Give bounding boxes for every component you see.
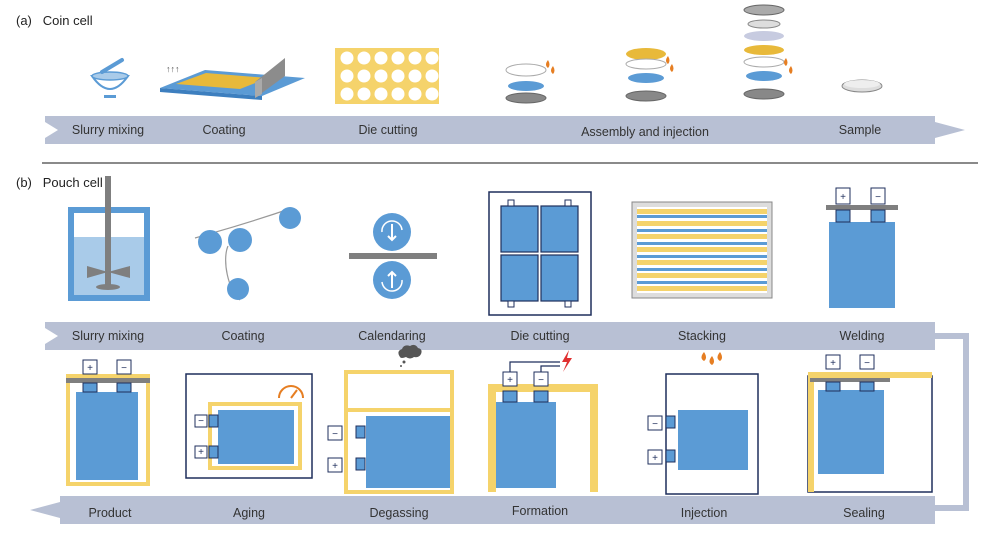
aging-cell-icon [185,373,313,479]
pouch-step-slurry-mixing: Slurry mixing [71,329,145,343]
product-cell-icon [66,359,150,486]
mixing-tank-icon [68,176,150,301]
terminal-minus: − [198,416,204,427]
pouch-step-sealing: Sealing [843,506,885,520]
coin-cell-sample-icon [841,79,883,93]
degassing-cell-icon [327,344,454,494]
pouch-step-coating: Coating [221,329,265,343]
coin-stack-1-icon [505,60,555,104]
terminal-minus: − [121,363,127,374]
mortar-pestle-icon [90,58,130,98]
terminal-minus: − [652,419,658,430]
die-cut-sheet-icon [335,48,439,104]
terminal-plus: + [198,447,204,458]
coin-step-coating: Coating [202,123,246,137]
coin-step-sample: Sample [838,123,882,137]
pouch-step-die-cutting: Die cutting [510,329,570,343]
pouch-step-calendaring: Calendaring [358,329,426,343]
terminal-minus: − [875,192,881,203]
sealing-cell-icon [807,354,933,493]
terminal-plus: + [87,363,93,374]
terminal-minus: − [332,429,338,440]
pouch-step-welding: Welding [839,329,885,343]
terminal-plus: + [840,192,846,203]
pouch-step-injection: Injection [680,506,728,520]
pouch-step-aging: Aging [233,506,265,520]
terminal-minus: − [538,375,544,386]
coin-stack-2-icon [625,48,674,102]
pouch-step-stacking: Stacking [678,329,726,343]
coin-stack-3-icon [743,4,793,100]
welding-cell-icon [826,187,898,308]
terminal-plus: + [332,461,338,472]
injection-cell-icon [647,352,759,495]
terminal-plus: + [830,358,836,369]
coin-cell-process-arrow [45,116,965,144]
coin-step-die-cutting: Die cutting [358,123,418,137]
die-cut-electrodes-icon [488,191,592,316]
panel-a-title: (a) Coin cell [16,13,93,28]
coating-rollers-icon [194,207,301,301]
pouch-step-formation: Formation [511,504,569,518]
calendaring-rollers-icon [349,213,437,299]
electrode-stack-icon [631,201,773,299]
terminal-plus: + [652,453,658,464]
terminal-plus: + [507,375,513,386]
pouch-step-degassing: Degassing [369,506,429,520]
panel-b-title: (b) Pouch cell [16,175,103,190]
formation-cell-icon [488,350,598,492]
svg-text:↑↑↑: ↑↑↑ [166,64,180,74]
pouch-cell-process-arrow [30,322,969,524]
terminal-minus: − [864,358,870,369]
coating-table-icon: ↑↑↑ [160,58,305,100]
coin-step-slurry-mixing: Slurry mixing [71,123,145,137]
coin-step-assembly-injection: Assembly and injection [581,125,709,139]
pouch-step-product: Product [88,506,132,520]
